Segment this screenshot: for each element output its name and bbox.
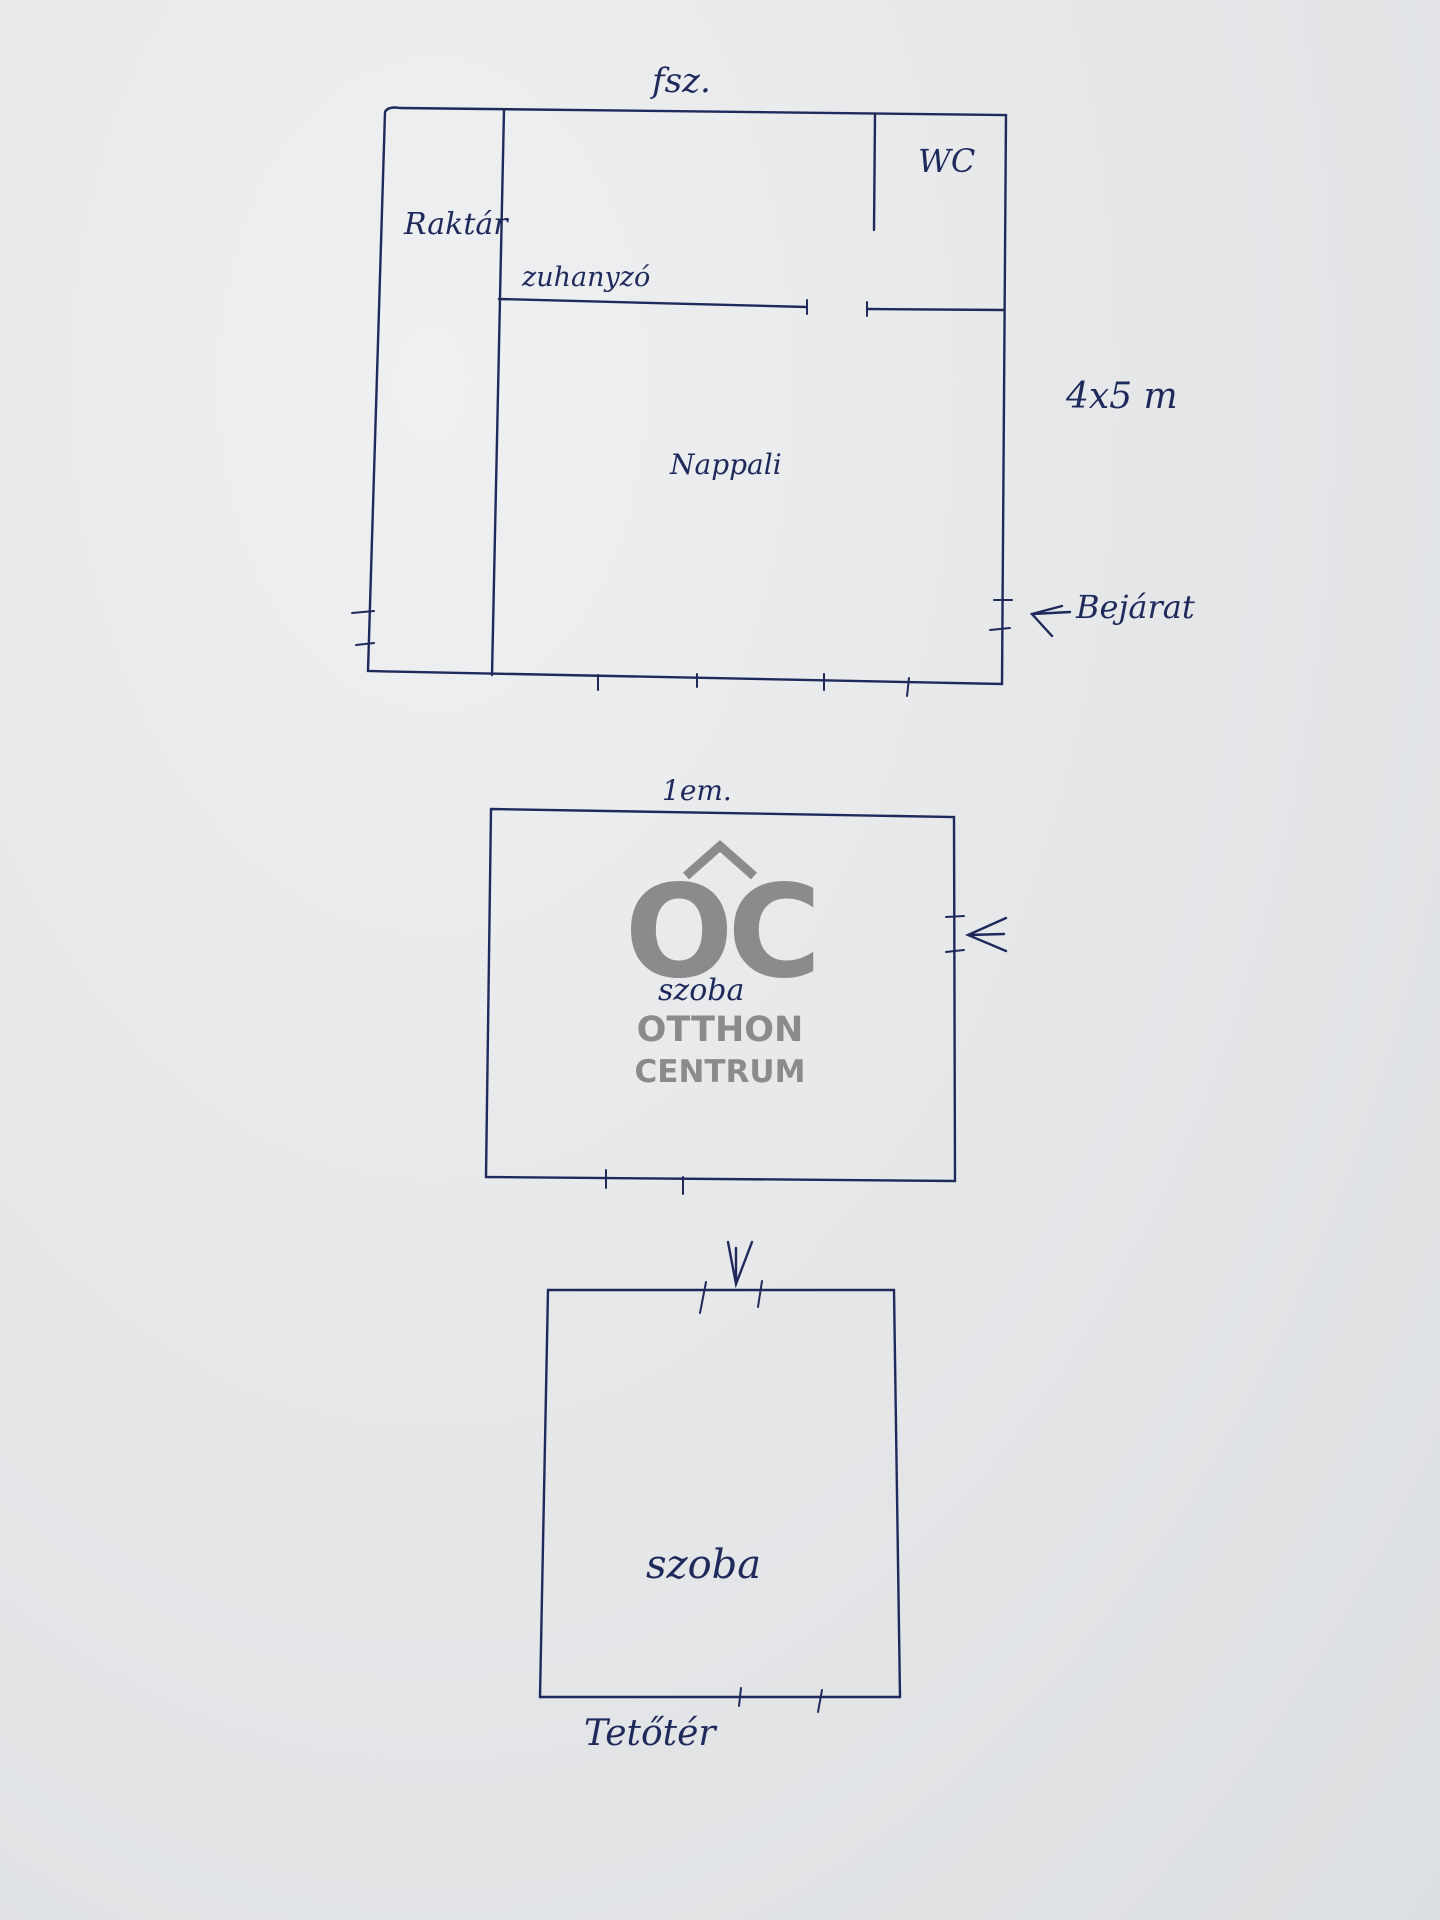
opening-mark [355,642,375,646]
entrance-label: Bejárat [1075,588,1195,626]
ground-floor-outer-wall [366,106,1008,686]
living-room-label: Nappali [669,448,782,481]
wc-wall [872,112,877,232]
opening-mark [945,915,965,918]
shower-label: zuhanyzó [521,262,650,293]
logo-line-otthon: OTTHON [637,1010,804,1050]
shower-wall-left [497,297,809,309]
stair-arrow-icon [726,1240,754,1289]
attic-plan: szoba Tetőtér [538,1240,902,1754]
attic-label: Tetőtér [584,1713,717,1754]
window-mark [906,677,910,697]
logo-line-centrum: CENTRUM [635,1054,806,1090]
entrance-mark [989,627,1011,631]
otthon-centrum-logo: OC OTTHON CENTRUM [625,839,821,1090]
opening-mark [351,610,375,614]
roof-icon [683,839,757,880]
window-mark [817,1689,823,1713]
first-floor-label: 1em. [662,774,732,807]
entrance-arrow-icon [1029,604,1072,638]
first-floor-plan: 1em. szoba [484,774,1008,1195]
shower-wall-right [865,307,1006,312]
first-floor-outer-wall [484,807,957,1183]
stair-arrow-icon [964,916,1008,953]
dimensions-label: 4x5 m [1065,376,1178,417]
window-mark [699,1281,707,1314]
opening-mark [945,949,965,953]
attic-room-label: szoba [646,1542,761,1588]
storage-label: Raktár [403,207,509,242]
window-mark [757,1280,763,1308]
attic-outer-wall [538,1288,902,1699]
first-floor-room-label: szoba [658,973,744,1008]
ground-floor-plan: fsz. Raktár WC zuhanyzó Nappali 4x5 m Be… [351,61,1195,697]
wc-label: WC [918,142,975,180]
ground-floor-label: fsz. [649,61,711,101]
logo-letters: OC [625,858,816,1007]
storage-divider-wall [490,108,506,677]
window-mark [738,1687,742,1707]
